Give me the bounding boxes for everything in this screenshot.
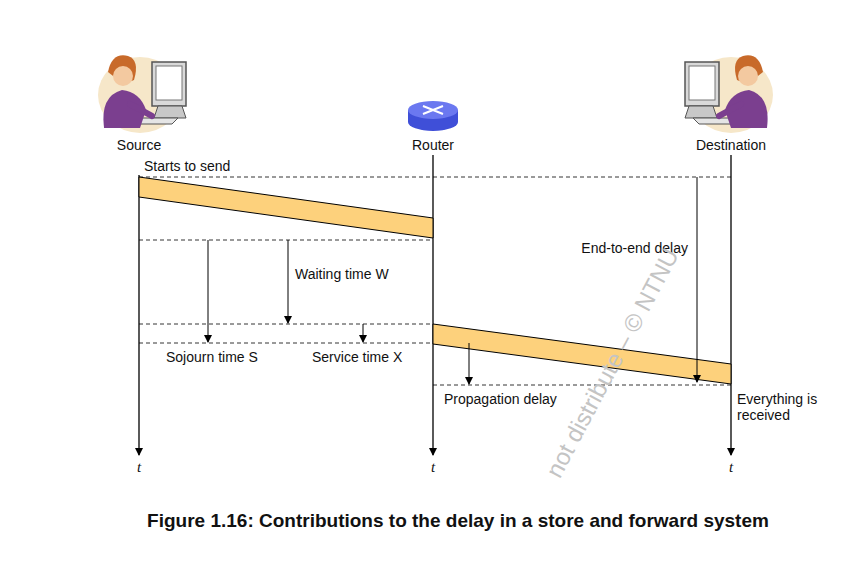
endpoint-node: Router bbox=[412, 137, 454, 153]
endpoint-node: Source bbox=[117, 137, 161, 153]
endpoint-label: Source bbox=[117, 137, 161, 153]
transmission-band bbox=[433, 324, 731, 384]
time-axis-label: t bbox=[137, 459, 141, 475]
delay-label: Waiting time W bbox=[295, 266, 389, 282]
event-label: Everything is received bbox=[737, 391, 829, 423]
time-axis bbox=[730, 155, 731, 455]
figure-caption: Figure 1.16: Contributions to the delay … bbox=[147, 510, 769, 532]
time-axis bbox=[138, 175, 139, 455]
endpoint-node: Destination bbox=[696, 137, 766, 153]
destination-icon bbox=[685, 55, 773, 133]
dashed-guides bbox=[139, 177, 731, 385]
delay-label: Service time X bbox=[312, 349, 402, 365]
router-icon bbox=[408, 101, 458, 131]
time-axis bbox=[432, 155, 433, 455]
endpoint-label: Router bbox=[412, 137, 454, 153]
event-label: Starts to send bbox=[144, 158, 230, 174]
time-axis-label: t bbox=[431, 459, 435, 475]
endpoint-label: Destination bbox=[696, 137, 766, 153]
delay-label: Propagation delay bbox=[444, 391, 557, 407]
source-icon bbox=[98, 55, 186, 133]
transmission-band bbox=[139, 177, 433, 238]
delay-label: Sojourn time S bbox=[166, 349, 258, 365]
time-axis-label: t bbox=[729, 459, 733, 475]
